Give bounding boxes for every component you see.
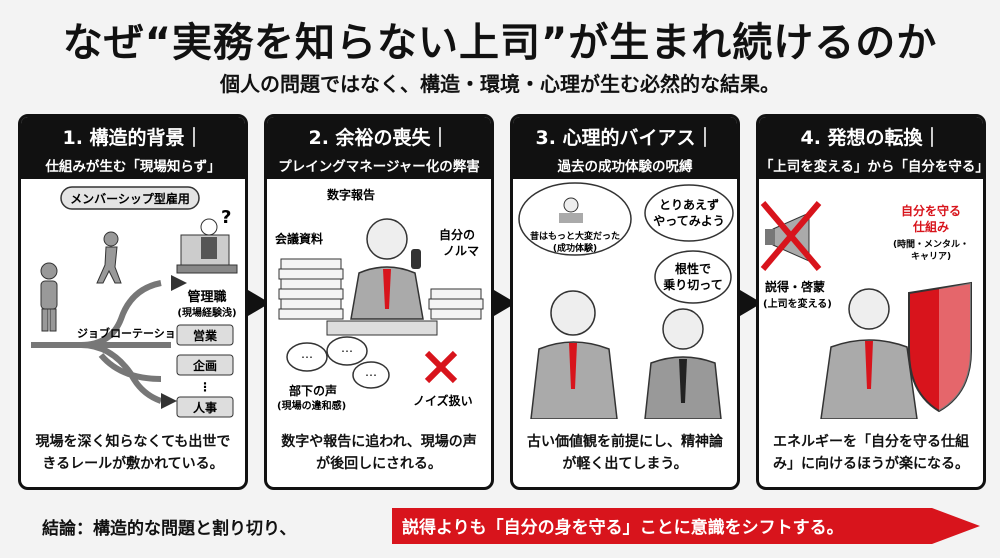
svg-text:キャリア): キャリア) (911, 251, 951, 262)
speech-bubble-icon (286, 336, 390, 389)
panel-subtitle: プレイングマネージャー化の弊害 (278, 159, 480, 175)
boss-figure-icon (530, 290, 618, 419)
svg-text:⋯: ⋯ (301, 350, 313, 364)
membership-label: メンバーシップ型雇用 (70, 191, 190, 206)
young-employee-figure-icon (644, 308, 722, 419)
career-path-arrows (31, 280, 171, 404)
svg-text:(時間・メンタル・: (時間・メンタル・ (893, 238, 969, 250)
busy-manager-illustration: 数字報告 会議資料 自分の ノルマ ⋯ ⋯ ⋯ 部下の声 (現場の違 (275, 187, 484, 412)
own-quota-label-1: 自分の (439, 227, 475, 242)
success-experience-label: (成功体験) (553, 242, 597, 254)
page-title: なぜ“実務を知らない上司”が生まれ続けるのか (62, 20, 938, 66)
panel-header: 1. 構造的背景｜ 仕組みが生む「現場知らず」 (21, 117, 245, 179)
bias-illustration: 昔はもっと大変だった (成功体験) とりあえず やってみよう 根性で 乗り切って (518, 182, 734, 419)
panel-structural-background: 1. 構造的背景｜ 仕組みが生む「現場知らず」 メンバーシップ型雇用 ジョブロー… (18, 114, 248, 490)
job-rotation-label: ジョブローテーション (77, 326, 187, 340)
self-protection-illustration: 説得・啓蒙 (上司を変える) 自分を守る 仕組み (時間・メンタル・ キャリア) (760, 201, 972, 419)
speech-bubble-icon (644, 184, 734, 242)
employee-figure-icon (40, 262, 58, 332)
employee-figure-icon (820, 288, 918, 419)
manager-desk-icon (176, 218, 238, 274)
manager-label: 管理職 (187, 289, 226, 305)
panel-mindset-shift: 4. 発想の転換｜ 「上司を変える」から「自分を守る」へ 説得・啓蒙 (上司を変… (756, 114, 986, 490)
question-mark: ? (221, 207, 231, 228)
panel-header: 4. 発想の転換｜ 「上司を変える」から「自分を守る」へ (759, 117, 983, 195)
dept-sales: 営業 (193, 328, 218, 343)
svg-text:⋯: ⋯ (341, 344, 353, 358)
subordinate-voice-label: 部下の声 (289, 383, 337, 398)
panel-subtitle: 仕組みが生む「現場知らず」 (45, 159, 221, 175)
conclusion-banner-text: 説得よりも「自分の身を守る」ことに意識をシフトする。 (402, 518, 844, 538)
site-discomfort-label: (現場の違和感) (277, 399, 346, 412)
panel-caption: 数字や報告に追われ、現場の声が後回しにされる。 (281, 434, 477, 472)
document-stack-icon (278, 258, 484, 320)
structure-illustration: メンバーシップ型雇用 ジョブローテーション ? (31, 186, 238, 418)
persuade-note: (上司を変える) (763, 297, 832, 310)
svg-text:やってみよう: やってみよう (653, 214, 724, 228)
panel-title: 2. 余裕の喪失｜ (308, 127, 450, 149)
dept-hr: 人事 (193, 400, 217, 415)
shield-icon (908, 281, 972, 413)
svg-text:根性で: 根性で (675, 261, 711, 276)
manager-note: (現場経験浅) (177, 306, 236, 319)
svg-text:⋯: ⋯ (365, 368, 377, 382)
own-quota-label-2: ノルマ (443, 244, 479, 258)
meeting-docs-label: 会議資料 (275, 231, 323, 246)
reject-x-icon (760, 201, 822, 271)
arrow-right-icon (494, 290, 516, 316)
dept-planning: 企画 (192, 358, 217, 373)
reject-x-icon (424, 350, 458, 384)
panel-title: 4. 発想の転換｜ (800, 127, 942, 149)
panel-header: 3. 心理的バイアス｜ 過去の成功体験の呪縛 (513, 117, 737, 179)
svg-text:自分を守る: 自分を守る (901, 203, 961, 218)
panel-psychological-bias: 3. 心理的バイアス｜ 過去の成功体験の呪縛 昔はもっと大変だった (成功体験)… (510, 114, 740, 490)
panel-title: 3. 心理的バイアス｜ (535, 127, 715, 149)
panel-caption: エネルギーを「自分を守る仕組み」に向けるほうが楽になる。 (773, 434, 969, 472)
arrow-right-icon (740, 290, 762, 316)
svg-text:乗り切って: 乗り切って (663, 278, 722, 292)
conclusion-banner-arrow (392, 508, 980, 544)
page-subtitle: 個人の問題ではなく、構造・環境・心理が生む必然的な結果。 (220, 72, 780, 96)
panel-subtitle: 「上司を変える」から「自分を守る」へ (759, 159, 983, 195)
used-to-be-harder-label: 昔はもっと大変だった (530, 230, 620, 242)
panel-title: 1. 構造的背景｜ (62, 127, 204, 149)
panel-subtitle: 過去の成功体験の呪縛 (557, 159, 693, 175)
conclusion-label: 結論：構造的な問題と割り切り、 (42, 519, 297, 539)
svg-text:とりあえず: とりあえず (659, 197, 719, 212)
noise-label: ノイズ扱い (413, 393, 473, 408)
panel-header: 2. 余裕の喪失｜ プレイングマネージャー化の弊害 (267, 117, 491, 179)
speech-bubble-icon (654, 250, 732, 304)
dept-dots: ⋮ (199, 380, 211, 394)
panel-caption: 古い価値観を前提にし、精神論が軽く出てしまう。 (527, 434, 723, 472)
persuade-label: 説得・啓蒙 (765, 279, 825, 294)
panel-caption: 現場を深く知らなくても出世できるレールが敷かれている。 (35, 434, 231, 472)
manager-figure-icon (350, 218, 424, 320)
svg-text:仕組み: 仕組み (912, 219, 949, 234)
arrow-right-icon (248, 290, 270, 316)
membership-badge (60, 186, 200, 210)
panel-loss-of-margin: 2. 余裕の喪失｜ プレイングマネージャー化の弊害 数字報告 会議資料 自分の … (264, 114, 494, 490)
walking-figure-icon (96, 231, 122, 284)
numbers-report-label: 数字報告 (327, 187, 375, 202)
